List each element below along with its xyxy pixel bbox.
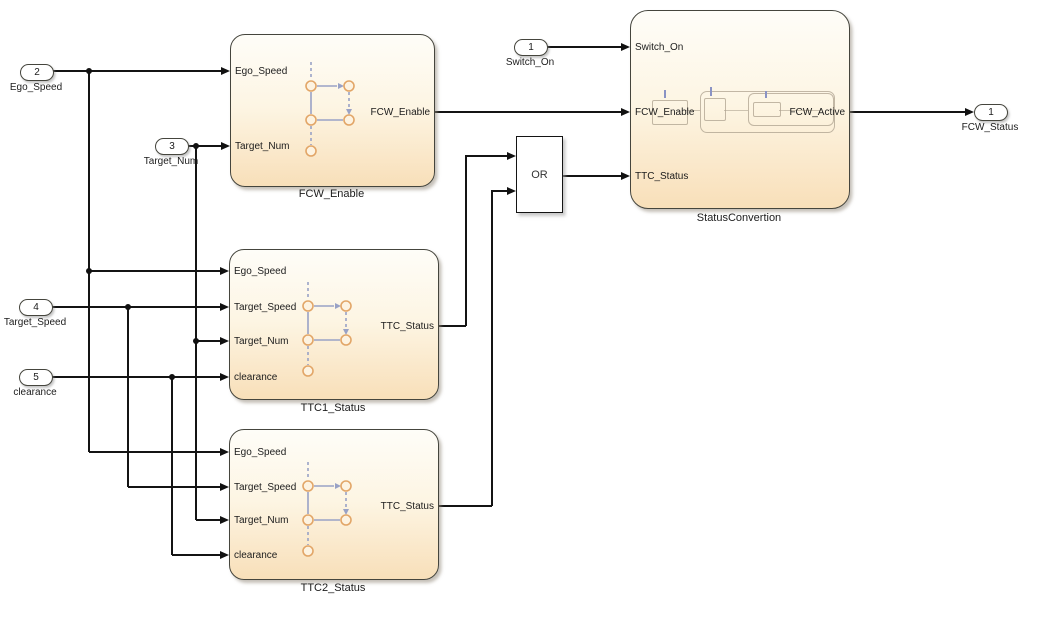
signal-line-fcw-enable[interactable]: [433, 111, 622, 113]
signal-line-ego-speed-ttc1[interactable]: [89, 270, 221, 272]
branch-point: [125, 304, 131, 310]
inport-target-num[interactable]: 3: [155, 138, 189, 155]
signal-line-ttc2-out[interactable]: [491, 190, 493, 507]
block-input-label: clearance: [234, 372, 278, 383]
block-input-label: Ego_Speed: [234, 447, 287, 458]
signal-line-ego-speed-ttc2[interactable]: [89, 451, 221, 453]
signal-line-ego-speed-trunk[interactable]: [88, 70, 90, 453]
block-input-label: Ego_Speed: [235, 66, 288, 77]
block-output-label: FCW_Enable: [370, 107, 430, 118]
branch-point: [193, 143, 199, 149]
block-output-label: TTC_Status: [380, 501, 434, 512]
block-or-operator[interactable]: OR: [516, 136, 563, 213]
branch-point: [86, 268, 92, 274]
signal-line-target-num-ttc1[interactable]: [196, 340, 221, 342]
block-input-label: Target_Num: [234, 336, 289, 347]
branch-point: [169, 374, 175, 380]
outport-fcw-status[interactable]: 1: [974, 104, 1008, 121]
signal-line-ttc1-out[interactable]: [466, 155, 508, 157]
arrowhead-icon: [220, 447, 229, 456]
block-input-label: Ego_Speed: [234, 266, 287, 277]
block-status-convertion[interactable]: Switch_On FCW_Enable TTC_Status FCW_Acti…: [630, 10, 850, 209]
inport-number: 5: [33, 372, 39, 383]
outport-label-fcw-status[interactable]: FCW_Status: [961, 122, 1019, 133]
block-input-label: Switch_On: [635, 42, 684, 53]
arrowhead-icon: [220, 266, 229, 275]
arrowhead-icon: [507, 151, 516, 160]
signal-line-switch-on[interactable]: [546, 46, 622, 48]
block-input-label: clearance: [234, 550, 278, 561]
block-name-status-convertion[interactable]: StatusConvertion: [696, 212, 782, 224]
arrowhead-icon: [507, 186, 516, 195]
signal-line-ttc1-out[interactable]: [437, 325, 466, 327]
inport-clearance[interactable]: 5: [19, 369, 53, 386]
arrowhead-icon: [220, 372, 229, 381]
arrowhead-icon: [220, 336, 229, 345]
arrowhead-icon: [220, 482, 229, 491]
signal-line-fcw-active[interactable]: [848, 111, 966, 113]
block-ttc2-status[interactable]: Ego_Speed Target_Speed Target_Num cleara…: [229, 429, 439, 580]
signal-line-clearance-trunk[interactable]: [171, 376, 173, 556]
block-name-ttc2-status[interactable]: TTC2_Status: [300, 582, 366, 594]
arrowhead-icon: [221, 141, 230, 150]
stateflow-chart-icon: [305, 62, 355, 157]
block-ttc1-status[interactable]: Ego_Speed Target_Speed Target_Num cleara…: [229, 249, 439, 400]
branch-point: [193, 338, 199, 344]
arrowhead-icon: [965, 107, 974, 116]
inport-label-ego-speed[interactable]: Ego_Speed: [9, 82, 63, 93]
signal-line-target-speed-ttc2[interactable]: [128, 486, 221, 488]
block-input-label: Target_Speed: [234, 302, 297, 313]
signal-line-ttc1-out[interactable]: [465, 155, 467, 327]
inport-number: 3: [169, 141, 175, 152]
signal-line-ego-speed[interactable]: [52, 70, 222, 72]
signal-line-ttc2-out[interactable]: [492, 190, 508, 192]
inport-label-clearance[interactable]: clearance: [13, 387, 57, 398]
signal-line-target-speed-trunk[interactable]: [127, 306, 129, 488]
stateflow-chart-icon: [302, 282, 352, 377]
arrowhead-icon: [220, 550, 229, 559]
block-name-ttc1-status[interactable]: TTC1_Status: [300, 402, 366, 414]
stateflow-chart-icon: [302, 462, 352, 557]
inport-ego-speed[interactable]: 2: [20, 64, 54, 81]
block-output-label: FCW_Active: [789, 107, 845, 118]
signal-line-target-num-ttc2[interactable]: [196, 519, 221, 521]
inport-number: 4: [33, 302, 39, 313]
block-input-label: TTC_Status: [635, 171, 689, 182]
or-label: OR: [531, 168, 548, 181]
signal-line-target-speed[interactable]: [52, 306, 221, 308]
block-input-label: FCW_Enable: [635, 107, 695, 118]
outport-number: 1: [988, 107, 994, 118]
inport-number: 2: [34, 67, 40, 78]
inport-label-switch-on[interactable]: Switch_On: [505, 57, 555, 68]
block-input-label: Target_Speed: [234, 482, 297, 493]
arrowhead-icon: [220, 515, 229, 524]
block-output-label: TTC_Status: [380, 321, 434, 332]
block-fcw-enable[interactable]: Ego_Speed Target_Num FCW_Enable: [230, 34, 435, 187]
signal-line-clearance[interactable]: [52, 376, 221, 378]
inport-switch-on[interactable]: 1: [514, 39, 548, 56]
signal-line-or-out[interactable]: [561, 175, 622, 177]
signal-line-target-num-trunk[interactable]: [195, 145, 197, 521]
arrowhead-icon: [621, 107, 630, 116]
inport-label-target-speed[interactable]: Target_Speed: [3, 317, 67, 328]
inport-target-speed[interactable]: 4: [19, 299, 53, 316]
arrowhead-icon: [621, 42, 630, 51]
signal-line-clearance-ttc2[interactable]: [172, 554, 221, 556]
arrowhead-icon: [221, 66, 230, 75]
signal-line-target-num[interactable]: [187, 145, 222, 147]
block-name-fcw-enable[interactable]: FCW_Enable: [298, 188, 365, 200]
signal-line-ttc2-out[interactable]: [437, 505, 492, 507]
block-input-label: Target_Num: [234, 515, 289, 526]
block-input-label: Target_Num: [235, 141, 290, 152]
inport-label-target-num[interactable]: Target_Num: [143, 156, 199, 167]
arrowhead-icon: [621, 171, 630, 180]
branch-point: [86, 68, 92, 74]
arrowhead-icon: [220, 302, 229, 311]
inport-number: 1: [528, 42, 534, 53]
